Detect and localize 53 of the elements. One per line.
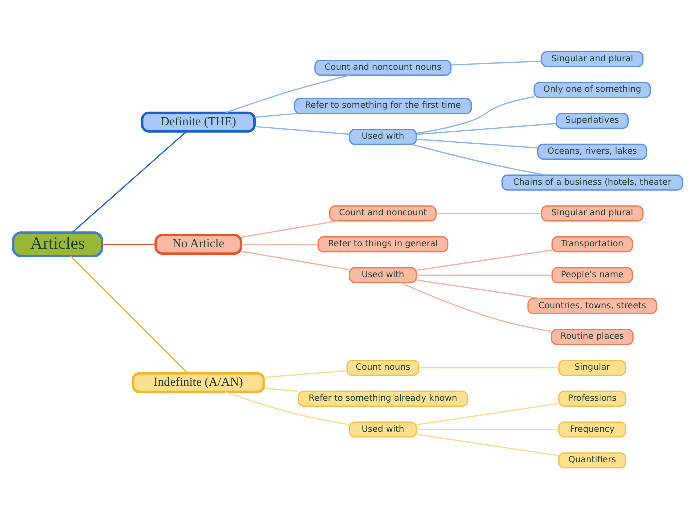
node-box: Countries, towns, streets (528, 298, 658, 314)
node-box: Used with (349, 422, 418, 438)
node-box: Definite (THE) (141, 112, 256, 133)
connector (264, 370, 347, 378)
connector (254, 126, 350, 136)
node-box: Quantifiers (558, 452, 626, 469)
node-box: Singular (558, 360, 626, 376)
node-box: Transportation (552, 236, 634, 253)
node-box: Count nouns (346, 360, 420, 376)
node-box: Routine places (551, 329, 634, 346)
node-box: People's name (552, 267, 634, 284)
node-box: Articles (12, 232, 104, 258)
connector (416, 280, 542, 300)
connector (226, 74, 351, 114)
connector (242, 251, 350, 271)
node-box: Singular and plural (541, 206, 644, 222)
connector (225, 392, 350, 426)
node-box: Oceans, rivers, lakes (538, 144, 648, 160)
node-box: Chains of a business (hotels, theater (502, 174, 684, 191)
node-box: Used with (349, 129, 418, 146)
connector (400, 282, 552, 332)
node-box: Professions (558, 390, 626, 407)
node-box: Count and noncount nouns (314, 60, 452, 76)
connector (416, 138, 538, 149)
node-box: Refer to something already known (298, 390, 468, 407)
connector (102, 244, 156, 246)
connector (254, 113, 298, 118)
connector (452, 60, 542, 66)
connector (419, 367, 559, 369)
connector (416, 250, 552, 272)
node-box: No Article (154, 234, 242, 256)
node-box: Frequency (558, 422, 626, 438)
node-box: Indefinite (A/AN) (132, 372, 266, 394)
connector (242, 220, 338, 238)
connector (416, 434, 559, 456)
connector (70, 256, 188, 374)
connector (416, 403, 559, 426)
node-box: Only one of something (534, 82, 652, 98)
connector (416, 429, 559, 430)
node-box: Count and noncount (329, 206, 437, 222)
node-box: Refer to something for the first time (294, 98, 472, 114)
connector (72, 131, 188, 233)
connector (416, 96, 534, 134)
node-box: Singular and plural (541, 51, 644, 68)
connector (416, 274, 552, 276)
node-box: Used with (349, 267, 418, 284)
connector (264, 388, 299, 392)
connector (242, 244, 318, 246)
connector (436, 213, 542, 214)
connector (416, 123, 556, 136)
node-box: Superlatives (556, 113, 629, 130)
node-box: Refer to things in general (318, 236, 449, 253)
connector (412, 144, 547, 176)
